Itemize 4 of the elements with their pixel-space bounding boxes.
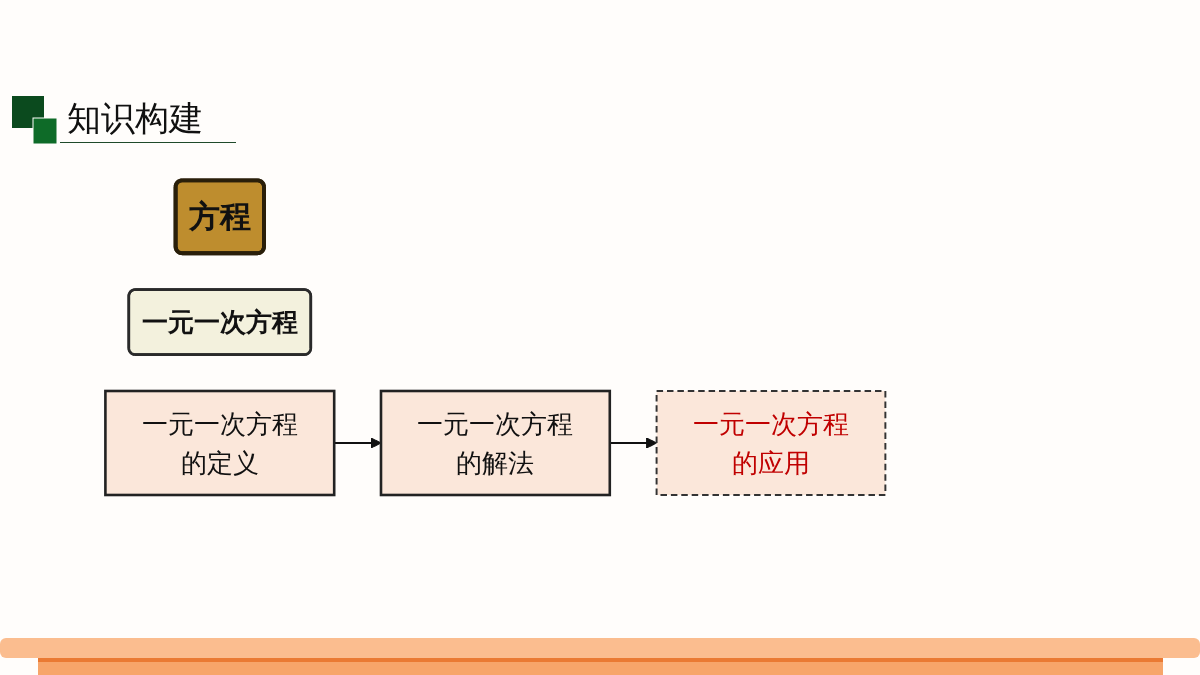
slide-title: 知识构建: [67, 98, 203, 138]
node-box: 一元一次方程的定义: [104, 389, 336, 497]
node-box: 一元一次方程的应用: [655, 390, 887, 496]
node-box: 一元一次方程的解法: [379, 389, 612, 497]
